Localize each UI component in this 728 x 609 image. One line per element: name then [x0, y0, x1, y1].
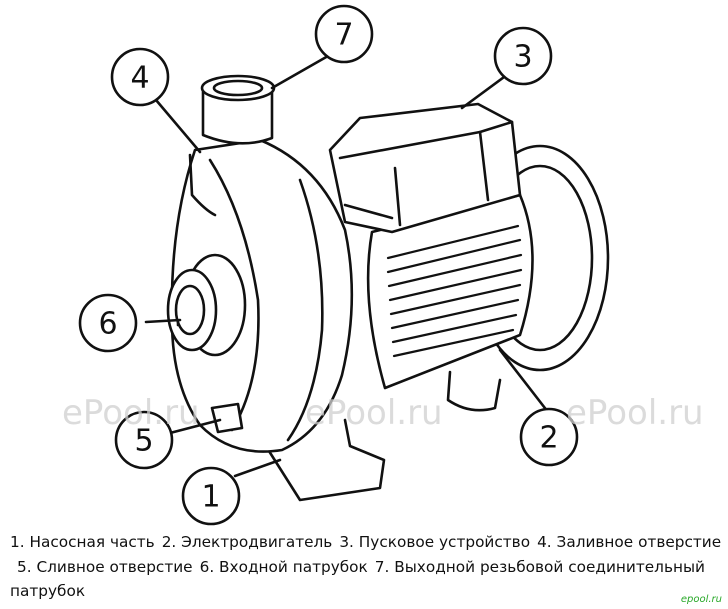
drain-plug	[210, 402, 244, 434]
callout-label-7: 7	[334, 18, 353, 53]
outlet-pipe	[201, 90, 274, 145]
pump-diagram: ePool.ru ePool.ru ePool.ru 7 3 4 6 5 1 2	[62, 4, 704, 526]
callout-label-5: 5	[134, 424, 153, 459]
callout-label-2: 2	[539, 421, 558, 456]
callout-label-3: 3	[513, 40, 532, 75]
legend-item-7: 7. Выходной резьбовой соединительный пат…	[10, 557, 705, 601]
legend-item-5: 5. Сливное отверстие	[17, 557, 193, 576]
callout-circle-1	[181, 466, 241, 526]
watermark-2: ePool.ru	[305, 393, 443, 433]
terminal-box	[328, 102, 522, 234]
legend-item-3: 3. Пусковое устройство	[339, 533, 531, 551]
callout-circle-5	[114, 410, 174, 470]
callout-circle-6	[78, 293, 138, 353]
legend-item-2: 2. Электродвигатель	[161, 533, 333, 551]
motor-foot	[446, 370, 502, 412]
watermark-1: ePool.ru	[62, 393, 200, 433]
motor-fins	[386, 224, 523, 358]
watermark-3: ePool.ru	[566, 393, 704, 433]
legend: 1. Насосная часть 2. Электродвигатель 3. П…	[10, 530, 722, 604]
legend-item-1: 1. Насосная часть	[10, 533, 155, 551]
legend-item-4: 4. Заливное отверстие	[537, 533, 722, 551]
callout-circle-7	[314, 4, 374, 64]
callout-circle-2	[519, 407, 579, 467]
callout-circle-4	[110, 47, 170, 107]
motor-body	[366, 193, 534, 390]
callout-circle-3	[493, 26, 553, 86]
brand-logo: epool.ru	[680, 594, 722, 605]
legend-item-6: 6. Входной патрубок	[199, 557, 368, 576]
callout-label-4: 4	[130, 61, 149, 96]
callout-label-6: 6	[98, 307, 117, 342]
callout-label-1: 1	[201, 480, 220, 515]
